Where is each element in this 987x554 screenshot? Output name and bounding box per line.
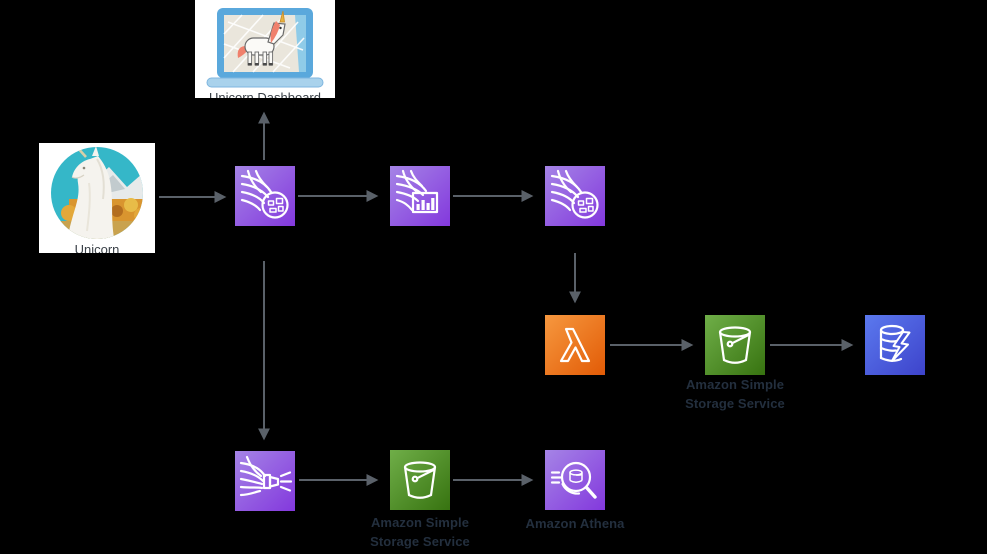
laptop-with-map-and-unicorn-icon (206, 8, 324, 88)
s3-bucket-icon (390, 450, 450, 510)
s3-bucket-icon (705, 315, 765, 375)
kinesis-data-firehose-icon (235, 451, 295, 511)
kinesis-data-analytics-icon (390, 166, 450, 226)
athena-icon (545, 450, 605, 510)
unicorn-photo-card: Unicorn (39, 143, 155, 253)
dynamodb-icon (865, 315, 925, 375)
athena-label: Amazon Athena (525, 516, 625, 531)
s3-bottom-label: Amazon Simple Storage Service (335, 515, 505, 553)
unicorn-dashboard-card: Unicorn Dashboard (195, 0, 335, 98)
s3-bottom-label-line1: Amazon Simple (370, 515, 470, 530)
unicorn-photo (51, 147, 143, 239)
lambda-icon (545, 315, 605, 375)
kinesis-data-streams-icon (545, 166, 605, 226)
s3-top-label-line2: Storage Service (685, 395, 785, 411)
s3-top-label: Amazon Simple Storage Service (650, 377, 820, 415)
unicorn-label: Unicorn (74, 242, 120, 254)
kinesis-data-streams-icon (235, 166, 295, 226)
s3-top-label-line1: Amazon Simple (685, 377, 785, 392)
unicorn-dashboard-label: Unicorn Dashboard (208, 90, 321, 99)
s3-bottom-label-line2: Storage Service (370, 533, 470, 549)
